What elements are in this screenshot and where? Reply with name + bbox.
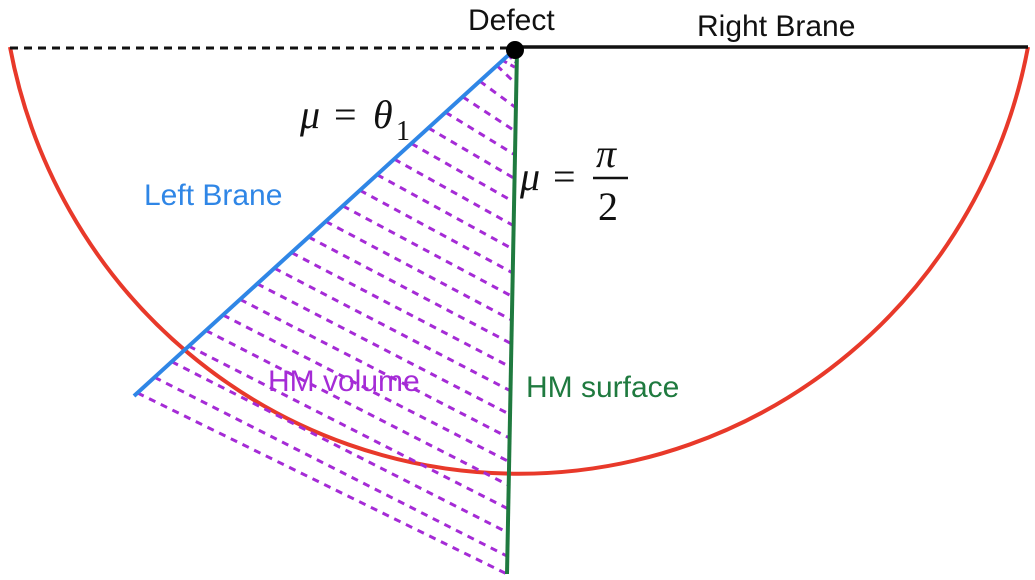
- hatch-line: [461, 95, 517, 133]
- left-brane-label: Left Brane: [144, 179, 282, 212]
- eq-right-equals: =: [553, 154, 576, 199]
- eq-right-numerator: π: [596, 131, 617, 176]
- hatch-line: [205, 329, 510, 487]
- right-brane-label: Right Brane: [697, 10, 855, 43]
- eq-left-subscript: 1: [396, 116, 410, 147]
- hatch-line: [153, 375, 508, 558]
- hatch-line: [256, 282, 511, 416]
- hatch-line: [342, 204, 514, 298]
- hatch-line: [495, 64, 518, 86]
- eq-left-theta: θ: [373, 92, 393, 137]
- hatch-line: [359, 188, 514, 275]
- left-brane-equation: μ = θ 1: [299, 92, 410, 147]
- ads-boundary-arc: [8, 46, 1030, 476]
- hm-surface-label: HM surface: [526, 371, 679, 404]
- left-brane-line: [132, 48, 516, 398]
- hatch-line: [478, 79, 517, 109]
- defect-label: Defect: [468, 4, 555, 37]
- hatch-line: [290, 251, 512, 369]
- hm-volume-label: HM volume: [268, 365, 420, 398]
- hatch-line: [273, 266, 512, 393]
- defect-point: [506, 41, 524, 59]
- hm-surface-line: [505, 49, 519, 575]
- eq-left-mu: μ: [299, 92, 320, 137]
- hatch-line: [171, 360, 509, 534]
- hatch-line: [427, 126, 516, 180]
- hatch-line: [239, 298, 511, 440]
- hatch-line: [222, 313, 510, 464]
- hm-volume-hatching: [136, 54, 519, 576]
- hatch-line: [501, 59, 518, 70]
- hatch-line: [136, 391, 508, 576]
- hatch-line: [393, 157, 515, 228]
- hatch-line: [444, 111, 516, 157]
- hm-surface-equation: μ = π 2: [519, 131, 628, 229]
- eq-right-denominator: 2: [598, 184, 618, 229]
- hatch-line: [410, 142, 515, 204]
- eq-left-equals: =: [334, 92, 357, 137]
- eq-right-mu: μ: [519, 154, 540, 199]
- hatch-line: [324, 220, 513, 322]
